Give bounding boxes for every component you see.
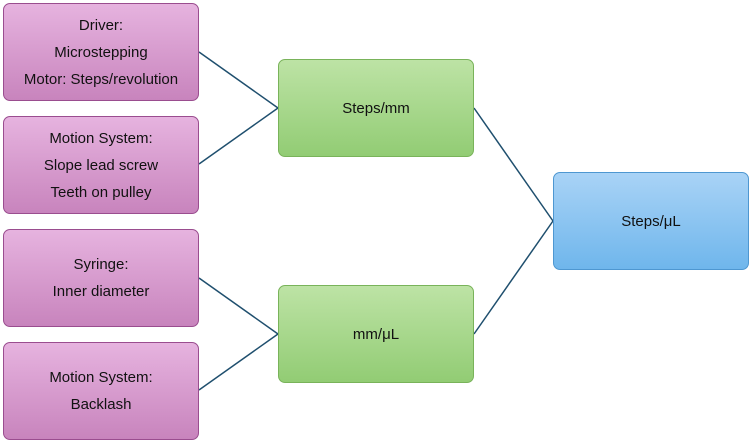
node-syringe: Syringe: Inner diameter: [3, 229, 199, 327]
node-motion-system-2: Motion System: Backlash: [3, 342, 199, 440]
node-driver: Driver: Microstepping Motor: Steps/revol…: [3, 3, 199, 101]
node-driver-line-1: Driver:: [78, 16, 124, 34]
node-motion-system-1-line-2: Slope lead screw: [43, 156, 159, 174]
connector-driver-to-steps-mm: [198, 51, 279, 109]
node-syringe-line-1: Syringe:: [73, 256, 129, 273]
node-motion-system-2-line-1: Motion System:: [49, 369, 153, 386]
node-mm-per-ul-label: mm/μL: [352, 325, 400, 343]
node-syringe-line-2: Inner diameter: [52, 283, 150, 300]
connector-motion1-to-steps-mm: [198, 107, 279, 165]
node-driver-line-3: Motor: Steps/revolution: [23, 70, 179, 88]
connector-steps-mm-to-steps-ul: [473, 107, 554, 222]
node-steps-per-mm: Steps/mm: [278, 59, 474, 157]
node-motion-system-2-line-2: Backlash: [70, 396, 132, 413]
node-motion-system-1-line-3: Teeth on pulley: [50, 183, 152, 201]
node-mm-per-ul: mm/μL: [278, 285, 474, 383]
connector-syringe-to-mm-ul: [198, 277, 279, 335]
node-motion-system-1: Motion System: Slope lead screw Teeth on…: [3, 116, 199, 214]
connector-motion2-to-mm-ul: [198, 333, 279, 391]
node-steps-per-mm-label: Steps/mm: [342, 99, 410, 117]
node-steps-per-ul: Steps/μL: [553, 172, 749, 270]
node-motion-system-1-line-1: Motion System:: [49, 129, 153, 147]
node-steps-per-ul-label: Steps/μL: [621, 212, 681, 230]
connector-mm-ul-to-steps-ul: [473, 220, 554, 335]
node-driver-line-2: Microstepping: [54, 43, 148, 61]
